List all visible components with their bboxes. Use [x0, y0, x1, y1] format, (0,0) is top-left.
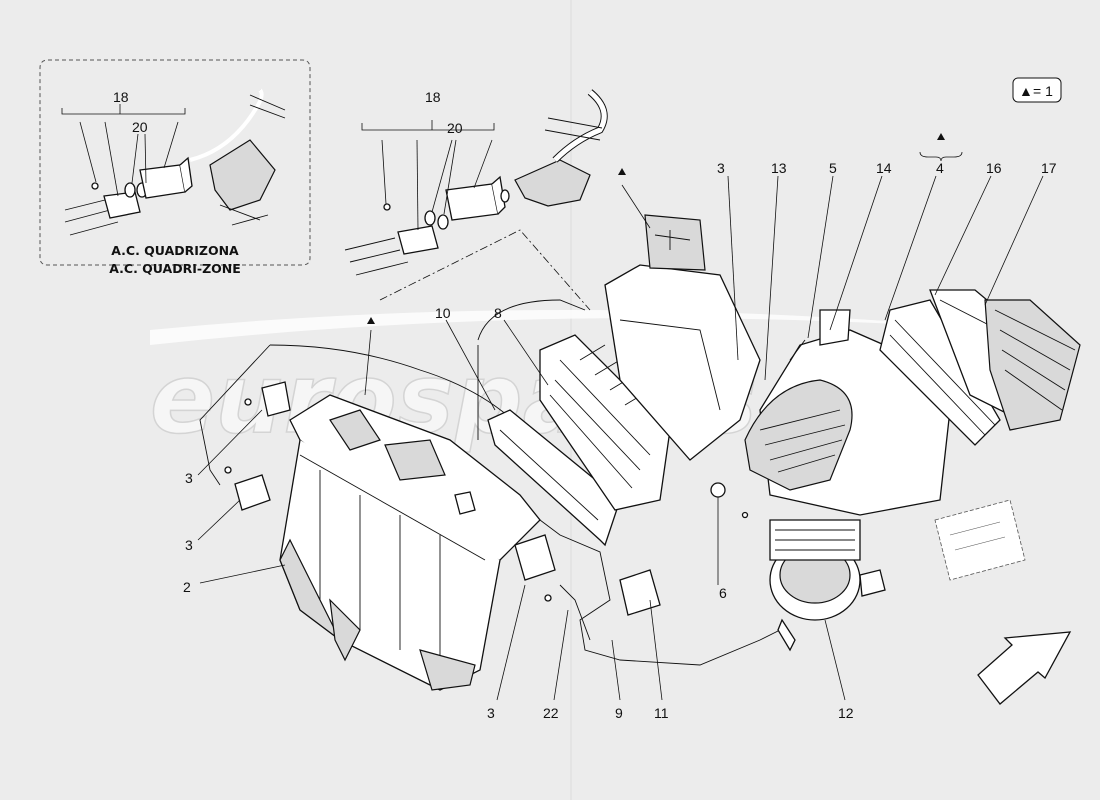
inset-title-en: A.C. QUADRI-ZONE	[109, 261, 241, 276]
callout-inset-18: 18	[113, 89, 129, 105]
cabin-filter	[879, 289, 1081, 446]
callout-20: 20	[447, 120, 463, 136]
actuator-motors	[224, 381, 556, 602]
electronic-module	[934, 499, 1026, 581]
legend: ▲ = 1	[1012, 77, 1062, 103]
callout-22: 22	[543, 705, 559, 721]
triangle-marker-icon	[367, 317, 375, 324]
control-module	[619, 569, 661, 616]
leader-lines	[197, 175, 1044, 701]
callout-6: 6	[719, 585, 727, 601]
expansion-valve-group: 18 20	[344, 89, 608, 311]
hvac-distribution-case	[199, 344, 541, 691]
callout-9: 9	[615, 705, 623, 721]
evaporator-housing	[604, 214, 761, 519]
callout-13: 13	[771, 160, 787, 176]
direction-arrow-icon	[977, 631, 1072, 705]
callout-4: 4	[936, 160, 944, 176]
callout-3-left-1: 3	[185, 470, 193, 486]
inset-title-it: A.C. QUADRIZONA	[111, 243, 239, 258]
legend-triangle-icon: ▲	[1019, 83, 1033, 99]
callout-3-left-2: 3	[185, 537, 193, 553]
callout-18: 18	[425, 89, 441, 105]
legend-text: = 1	[1033, 83, 1053, 99]
callout-17: 17	[1041, 160, 1057, 176]
callout-14: 14	[876, 160, 892, 176]
callout-2: 2	[183, 579, 191, 595]
callout-11: 11	[654, 705, 669, 721]
blower-motor	[769, 519, 886, 652]
triangle-marker-icon	[618, 168, 626, 175]
blower-housing	[744, 309, 951, 516]
wiring-harness	[539, 519, 781, 666]
callout-16: 16	[986, 160, 1002, 176]
inset-panel: 18 20 A.C. QUADRIZONA A.C. QUADRI-ZONE	[39, 59, 311, 276]
triangle-marker-icon	[937, 133, 945, 140]
callout-8: 8	[494, 305, 502, 321]
callout-inset-20: 20	[132, 119, 148, 135]
callout-10: 10	[435, 305, 451, 321]
callout-3-top: 3	[717, 160, 725, 176]
callout-12: 12	[838, 705, 854, 721]
heater-core	[477, 299, 621, 547]
callout-3-bottom: 3	[487, 705, 495, 721]
evaporator	[539, 334, 671, 511]
callout-5: 5	[829, 160, 837, 176]
